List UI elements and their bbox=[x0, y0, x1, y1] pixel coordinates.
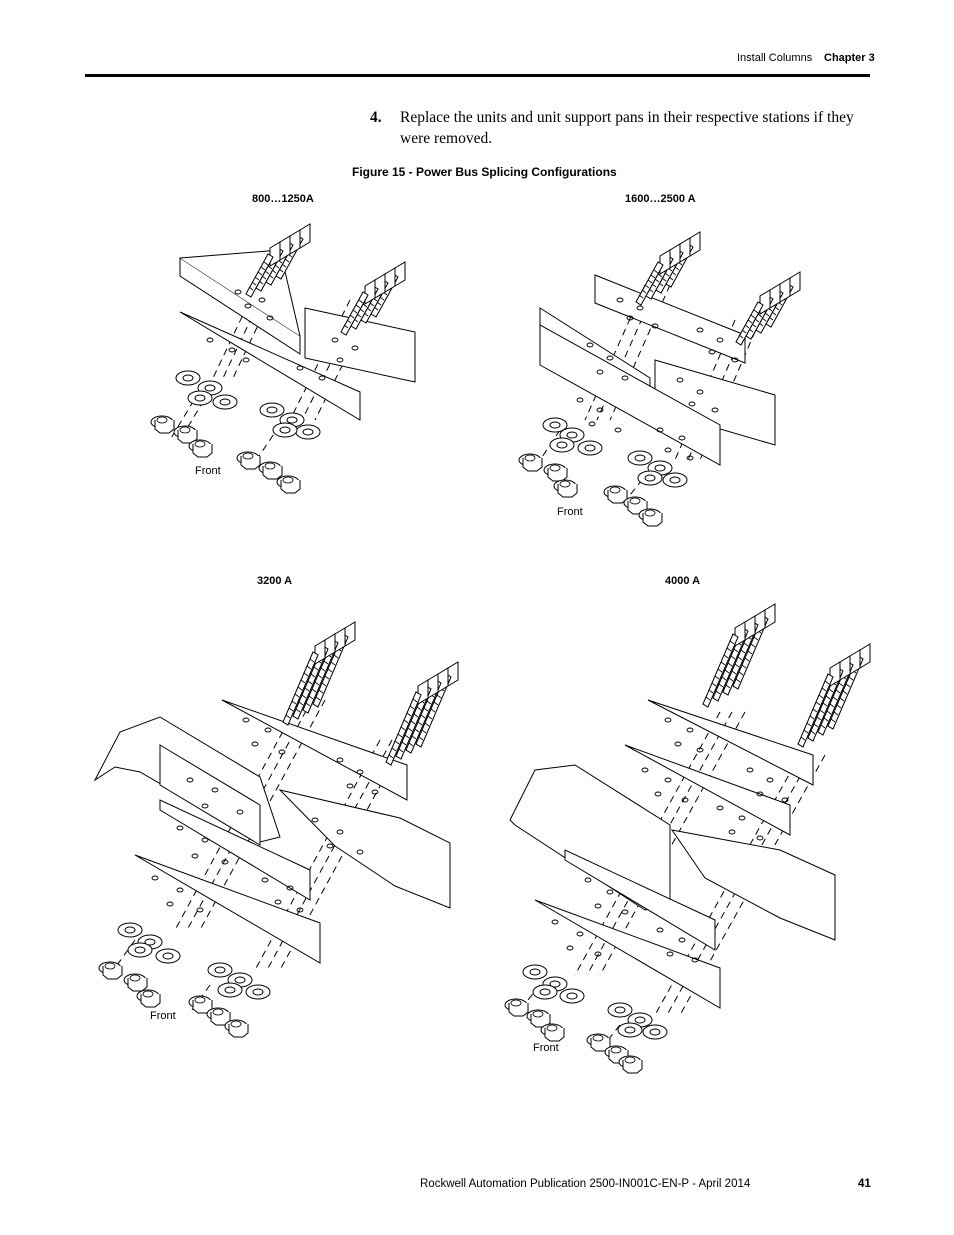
front-label-4000a: Front bbox=[533, 1042, 559, 1054]
panel-label-4000a: 4000 A bbox=[665, 575, 701, 587]
header-rule bbox=[85, 74, 870, 77]
step-text: Replace the units and unit support pans … bbox=[400, 109, 854, 147]
page-number: 41 bbox=[858, 1178, 871, 1190]
instruction-step: 4. Replace the units and unit support pa… bbox=[370, 107, 880, 149]
panel-label-3200a: 3200 A bbox=[257, 575, 293, 587]
panel-label-1600-2500a: 1600…2500 A bbox=[625, 193, 696, 205]
diagram-4000a bbox=[504, 603, 871, 1074]
diagram-3200a bbox=[93, 621, 459, 1038]
diagram-1600-2500a bbox=[518, 231, 801, 527]
front-label-3200a: Front bbox=[150, 1010, 176, 1022]
header-chapter: Chapter 3 bbox=[824, 52, 875, 64]
front-label-800-1250a: Front bbox=[195, 465, 221, 477]
footer-publication: Rockwell Automation Publication 2500-IN0… bbox=[420, 1178, 751, 1190]
panel-label-800-1250a: 800…1250A bbox=[252, 193, 314, 205]
front-label-1600-2500a: Front bbox=[557, 506, 583, 518]
step-number: 4. bbox=[370, 109, 382, 126]
diagram-800-1250a bbox=[150, 223, 416, 494]
figure-title: Figure 15 - Power Bus Splicing Configura… bbox=[352, 165, 617, 179]
header-section: Install Columns bbox=[737, 52, 813, 64]
